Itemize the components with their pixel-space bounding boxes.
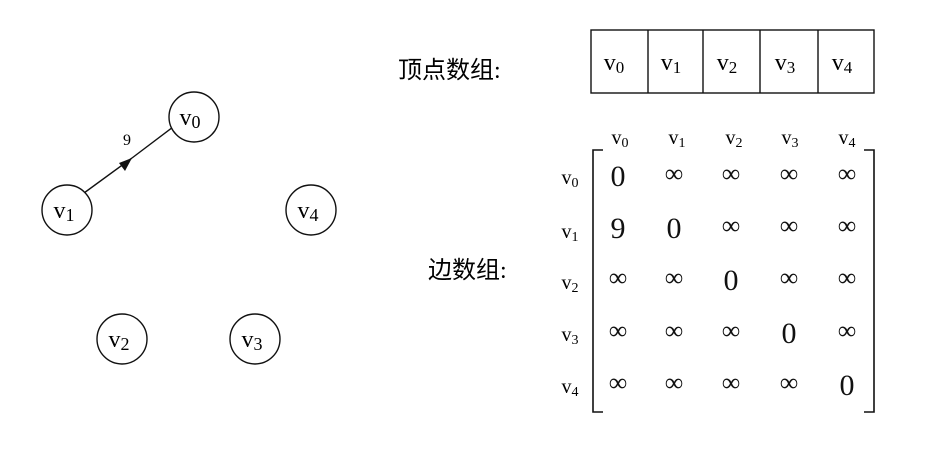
node-v4: v4 [285, 184, 337, 236]
svg-text:v0: v0 [180, 105, 201, 132]
svg-text:v4: v4 [298, 198, 319, 225]
matrix-col-header-2: v2 [726, 127, 743, 151]
matrix-cell-0-2: ∞ [722, 159, 741, 188]
matrix-cell-4-1: ∞ [665, 368, 684, 397]
node-v3: v3 [229, 313, 281, 365]
edge-weight-label: 9 [123, 132, 131, 149]
vertex-cell-3: v3 [775, 50, 796, 77]
node-v1-letter: v [54, 198, 66, 224]
node-v0-letter: v [180, 105, 192, 131]
graph: 9 v0 v1 v2 v3 v4 [41, 91, 337, 365]
matrix-cell-2-0: ∞ [609, 263, 628, 292]
vertex-cell-0: v0 [604, 50, 625, 77]
edge-array: 边数组: v0 v1 v2 v3 v4 v0 v1 v2 v3 v4 0 ∞ ∞ ∞ ∞… [428, 127, 875, 413]
matrix-cell-0-4: ∞ [838, 159, 857, 188]
matrix-cell-0-1: ∞ [665, 159, 684, 188]
edge-v1-v0-upper [131, 123, 178, 159]
node-v1: v1 [41, 184, 93, 236]
node-v4-letter: v [298, 198, 310, 224]
matrix-cell-2-3: ∞ [780, 263, 799, 292]
matrix-cell-4-4: 0 [840, 369, 855, 402]
vertex-array: 顶点数组: v0 v1 v2 v3 v4 [398, 29, 875, 94]
vertex-cell-2: v2 [717, 50, 738, 77]
vertex-cell-4: v4 [832, 50, 853, 77]
matrix-cells: 0 ∞ ∞ ∞ ∞ 9 0 ∞ ∞ ∞ ∞ ∞ 0 ∞ ∞ ∞ ∞ ∞ 0 ∞ ∞ ∞ ∞ ∞ 0 [609, 159, 857, 402]
svg-text:v2: v2 [109, 327, 130, 354]
node-v4-sub: 4 [310, 205, 319, 225]
matrix-cell-3-4: ∞ [838, 316, 857, 345]
vertex-array-label: 顶点数组: [398, 57, 501, 84]
node-v2-sub: 2 [121, 334, 130, 354]
edge-arrowhead [119, 158, 132, 171]
matrix-cell-3-1: ∞ [665, 316, 684, 345]
matrix-col-header-3: v3 [782, 127, 799, 151]
matrix-col-header-0: v0 [612, 127, 629, 151]
matrix-row-header-1: v1 [562, 221, 579, 245]
node-v3-letter: v [242, 327, 254, 353]
node-v3-sub: 3 [254, 334, 263, 354]
matrix-col-header-1: v1 [669, 127, 686, 151]
vertex-array-box [590, 29, 875, 94]
matrix-cell-0-0: 0 [611, 160, 626, 193]
matrix-cell-1-4: ∞ [838, 211, 857, 240]
matrix-cell-4-2: ∞ [722, 368, 741, 397]
matrix-cell-1-2: ∞ [722, 211, 741, 240]
matrix-col-header-4: v4 [839, 127, 856, 151]
matrix-cell-4-3: ∞ [780, 368, 799, 397]
vertex-cell-1: v1 [661, 50, 682, 77]
matrix-row-header-0: v0 [562, 167, 579, 191]
node-v1-sub: 1 [66, 205, 75, 225]
matrix-cell-3-0: ∞ [609, 316, 628, 345]
matrix-row-header-4: v4 [562, 376, 579, 400]
matrix-right-bracket [864, 149, 875, 413]
matrix-cell-4-0: ∞ [609, 368, 628, 397]
svg-text:v1: v1 [54, 198, 75, 225]
matrix-left-bracket [592, 149, 603, 413]
matrix-row-header-2: v2 [562, 272, 579, 296]
matrix-cell-1-3: ∞ [780, 211, 799, 240]
matrix-cell-3-3: 0 [782, 317, 797, 350]
matrix-cell-1-1: 0 [667, 212, 682, 245]
svg-text:v3: v3 [242, 327, 263, 354]
matrix-cell-3-2: ∞ [722, 316, 741, 345]
matrix-cell-2-2: 0 [724, 264, 739, 297]
node-v2-letter: v [109, 327, 121, 353]
node-v0-sub: 0 [192, 112, 201, 132]
matrix-cell-0-3: ∞ [780, 159, 799, 188]
edge-array-label: 边数组: [428, 257, 507, 284]
matrix-cell-2-4: ∞ [838, 263, 857, 292]
node-v2: v2 [96, 313, 148, 365]
matrix-row-header-3: v3 [562, 324, 579, 348]
matrix-cell-1-0: 9 [611, 212, 626, 245]
node-v0: v0 [168, 91, 220, 143]
matrix-cell-2-1: ∞ [665, 263, 684, 292]
